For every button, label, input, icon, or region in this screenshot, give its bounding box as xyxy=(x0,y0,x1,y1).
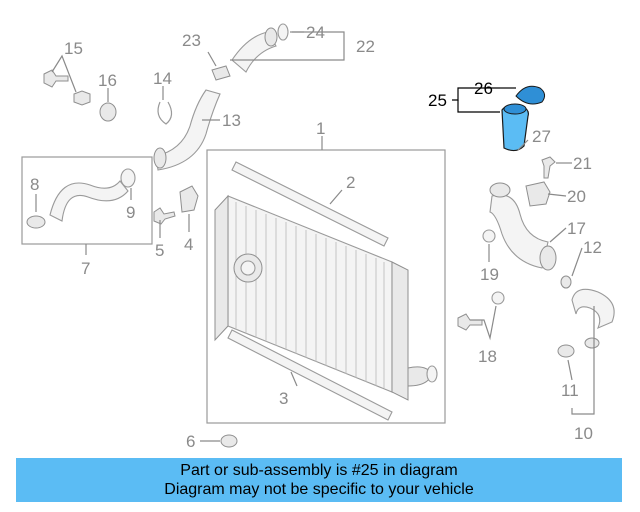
intercooler xyxy=(214,194,438,401)
callout-15: 15 xyxy=(64,39,83,58)
highlighted-part-26[interactable] xyxy=(515,85,546,105)
callout-6: 6 xyxy=(186,432,195,451)
callout-7: 7 xyxy=(81,259,90,278)
hose-clamp-8 xyxy=(26,215,46,229)
leader-25-b xyxy=(457,100,500,113)
leader-12 xyxy=(571,247,583,277)
callout-23: 23 xyxy=(182,31,201,50)
bracket xyxy=(179,185,199,213)
callout-19: 19 xyxy=(480,265,499,284)
info-banner: Part or sub-assembly is #25 in diagram D… xyxy=(16,458,622,502)
intercooler-hose xyxy=(49,180,129,222)
o-ring-19 xyxy=(482,229,496,243)
hose-kit-frame xyxy=(21,156,153,245)
banner-line-2: Diagram may not be specific to your vehi… xyxy=(164,481,474,498)
pipe-flange xyxy=(539,245,557,271)
callout-3: 3 xyxy=(279,389,288,408)
callout-22: 22 xyxy=(356,37,375,56)
callout-27: 27 xyxy=(532,127,551,146)
sensor-20 xyxy=(525,181,551,207)
washer-18 xyxy=(491,291,505,305)
turbo-outlet-pipe xyxy=(489,194,549,269)
callout-14: 14 xyxy=(153,69,172,88)
leader-18 xyxy=(470,305,497,341)
pipe-end xyxy=(153,147,167,169)
callout-9: 9 xyxy=(126,203,135,222)
upper-hose-end xyxy=(264,27,278,47)
callout-20: 20 xyxy=(567,187,586,206)
callout-16: 16 xyxy=(98,71,117,90)
hose-clamp-11 xyxy=(557,344,575,358)
bolt-5 xyxy=(153,207,176,225)
nut-15 xyxy=(73,90,91,106)
callout-18: 18 xyxy=(478,347,497,366)
banner-line-1: Part or sub-assembly is #25 in diagram xyxy=(180,462,458,479)
leader-2 xyxy=(329,189,343,205)
clip xyxy=(157,101,173,125)
hose-clamp-12 xyxy=(560,275,572,289)
callout-13: 13 xyxy=(222,111,241,130)
callout-5: 5 xyxy=(155,241,164,260)
leader-23 xyxy=(207,51,217,67)
leader-20 xyxy=(547,193,567,197)
o-ring-9 xyxy=(120,168,136,188)
bolt-15 xyxy=(43,69,69,88)
seal-strip-lower xyxy=(227,329,393,421)
callout-10: 10 xyxy=(574,424,593,443)
lower-hose xyxy=(571,288,615,330)
callout-11: 11 xyxy=(561,381,579,400)
callout-17: 17 xyxy=(567,219,586,238)
pipe-inlet xyxy=(489,182,511,198)
callout-8: 8 xyxy=(30,175,39,194)
radiator-frame xyxy=(206,149,446,424)
hose-clamp-23 xyxy=(211,65,231,81)
leader-10 xyxy=(571,306,595,415)
grommet xyxy=(220,434,238,448)
grommet-16 xyxy=(99,102,117,122)
callout-2: 2 xyxy=(346,173,355,192)
seal-strip-upper xyxy=(231,161,389,247)
upper-hose xyxy=(231,31,277,73)
callout-24: 24 xyxy=(306,23,325,42)
callout-26[interactable]: 26 xyxy=(474,79,493,98)
leader-25-a xyxy=(452,87,500,101)
leader-3 xyxy=(290,371,298,387)
callout-12: 12 xyxy=(583,238,602,257)
leader-11 xyxy=(567,359,573,381)
callout-1: 1 xyxy=(316,119,325,138)
highlighted-part-25-top xyxy=(503,103,527,115)
bolt-21 xyxy=(541,156,556,179)
leader-22 xyxy=(230,31,345,61)
hose-end-11 xyxy=(584,337,600,349)
callout-4: 4 xyxy=(184,235,193,254)
o-ring-24 xyxy=(277,23,289,41)
leader-15 xyxy=(51,54,77,93)
callout-21: 21 xyxy=(573,154,592,173)
charge-pipe xyxy=(155,89,221,171)
leader-17 xyxy=(549,227,567,243)
callout-25[interactable]: 25 xyxy=(428,91,447,110)
leader-27 xyxy=(517,139,529,151)
bolt-18 xyxy=(457,313,483,331)
